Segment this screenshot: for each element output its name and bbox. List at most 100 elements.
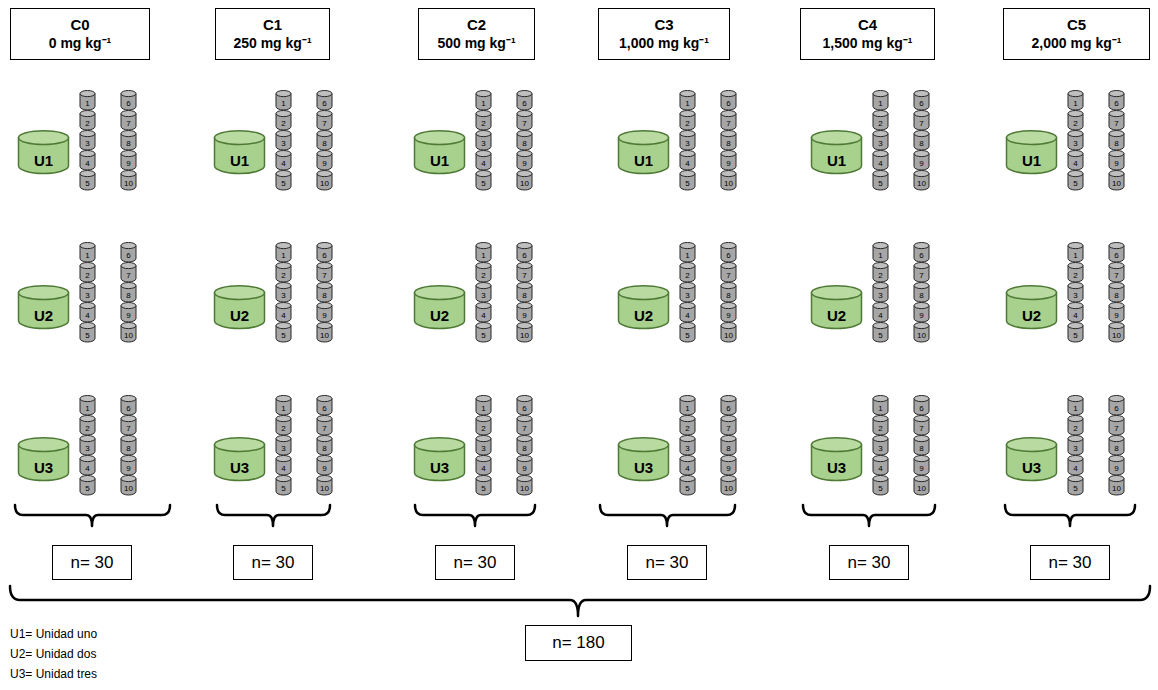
node-label: 8: [126, 291, 130, 300]
cylinder-top: [215, 286, 265, 300]
node-content: 6: [120, 395, 137, 416]
cylinder-top: [80, 283, 95, 289]
cylinder-top: [914, 303, 929, 309]
node-label: 4: [878, 311, 882, 320]
node-label: 3: [1073, 139, 1077, 148]
pot-cylinder: 2: [872, 110, 889, 131]
node-content: 1: [1067, 242, 1084, 263]
node-label: 1: [685, 251, 689, 260]
node-content: 3: [275, 282, 292, 303]
pot-cylinder: 7: [120, 415, 137, 436]
cylinder-top: [1068, 171, 1083, 177]
node-content: 4: [1067, 302, 1084, 323]
cylinder-top: [1068, 111, 1083, 117]
cylinder-top: [415, 438, 465, 452]
cylinder-top: [476, 456, 491, 462]
pot-cylinder: 9: [720, 150, 737, 171]
node-label: 9: [919, 464, 923, 473]
node-content: 10: [516, 475, 533, 496]
cylinder-top: [476, 303, 491, 309]
cylinder-top: [1109, 151, 1124, 157]
cylinder-top: [517, 111, 532, 117]
node-label: 7: [522, 119, 526, 128]
node-label: 8: [726, 291, 730, 300]
node-label: 10: [320, 179, 329, 188]
cylinder-top: [680, 263, 695, 269]
pot-cylinder: 4: [475, 455, 492, 476]
cylinder-top: [121, 416, 136, 422]
pot-cylinder: 4: [1067, 455, 1084, 476]
pot-cylinder: 1: [79, 90, 96, 111]
pot-cylinder: 6: [913, 242, 930, 263]
node-content: n= 30: [1031, 546, 1109, 579]
cylinder-top: [317, 91, 332, 97]
node-sublabel: 0 mg kg⁻¹: [49, 34, 112, 53]
cylinder-top: [121, 436, 136, 442]
sample-count-box: n= 30: [435, 545, 515, 580]
cylinder-top: [1109, 456, 1124, 462]
pot-cylinder: 1: [79, 242, 96, 263]
node-content: 7: [1108, 110, 1125, 131]
node-content: U2: [1005, 285, 1058, 330]
unit-cylinder: U1: [810, 130, 863, 175]
node-label: 2: [878, 119, 882, 128]
node-content: 7: [720, 415, 737, 436]
node-label: 5: [85, 179, 89, 188]
node-label: 3: [878, 139, 882, 148]
node-label: 5: [481, 179, 485, 188]
pot-cylinder: 9: [120, 150, 137, 171]
node-content: 3: [475, 130, 492, 151]
node-label: 8: [322, 139, 326, 148]
node-label: 3: [281, 291, 285, 300]
cylinder-top: [914, 283, 929, 289]
node-label: 3: [85, 444, 89, 453]
pot-cylinder: 6: [316, 90, 333, 111]
node-label: 5: [685, 179, 689, 188]
cylinder-top: [476, 131, 491, 137]
node-label: 2: [1073, 271, 1077, 280]
pot-cylinder: 3: [679, 282, 696, 303]
unit-cylinder: U1: [17, 130, 70, 175]
column-bracket: [600, 505, 735, 526]
node-content: 2: [475, 415, 492, 436]
cylinder-top: [1068, 476, 1083, 482]
node-label: 4: [1073, 311, 1077, 320]
node-label: U1: [1022, 152, 1041, 169]
cylinder-top: [1068, 243, 1083, 249]
node-label: 6: [726, 251, 730, 260]
cylinder-top: [721, 436, 736, 442]
node-label: 3: [85, 291, 89, 300]
cylinder-top: [873, 303, 888, 309]
node-content: 5: [1067, 475, 1084, 496]
cylinder-top: [121, 111, 136, 117]
sample-count-box: n= 30: [1030, 545, 1110, 580]
cylinder-top: [1068, 416, 1083, 422]
node-content: 4: [679, 302, 696, 323]
node-content: 6: [120, 242, 137, 263]
sample-count-box: n= 30: [627, 545, 707, 580]
pot-cylinder: 6: [913, 90, 930, 111]
legend-note: U1= Unidad uno: [10, 627, 97, 641]
cylinder-top: [721, 171, 736, 177]
node-label: 3: [85, 139, 89, 148]
node-content: 7: [913, 262, 930, 283]
pot-cylinder: 1: [872, 395, 889, 416]
pot-cylinder: 5: [872, 170, 889, 191]
node-label: 5: [878, 484, 882, 493]
node-label: 2: [281, 424, 285, 433]
pot-cylinder: 4: [872, 455, 889, 476]
pot-cylinder: 3: [872, 435, 889, 456]
pot-cylinder: 3: [275, 130, 292, 151]
node-content: 4: [275, 455, 292, 476]
node-content: n= 30: [830, 546, 908, 579]
node-content: 2: [79, 110, 96, 131]
pot-cylinder: 1: [1067, 90, 1084, 111]
node-content: 3: [872, 435, 889, 456]
node-content: 6: [120, 90, 137, 111]
cylinder-top: [276, 283, 291, 289]
pot-cylinder: 9: [913, 455, 930, 476]
cylinder-top: [517, 303, 532, 309]
cylinder-top: [276, 111, 291, 117]
node-content: U3: [213, 437, 266, 482]
cylinder-top: [317, 263, 332, 269]
